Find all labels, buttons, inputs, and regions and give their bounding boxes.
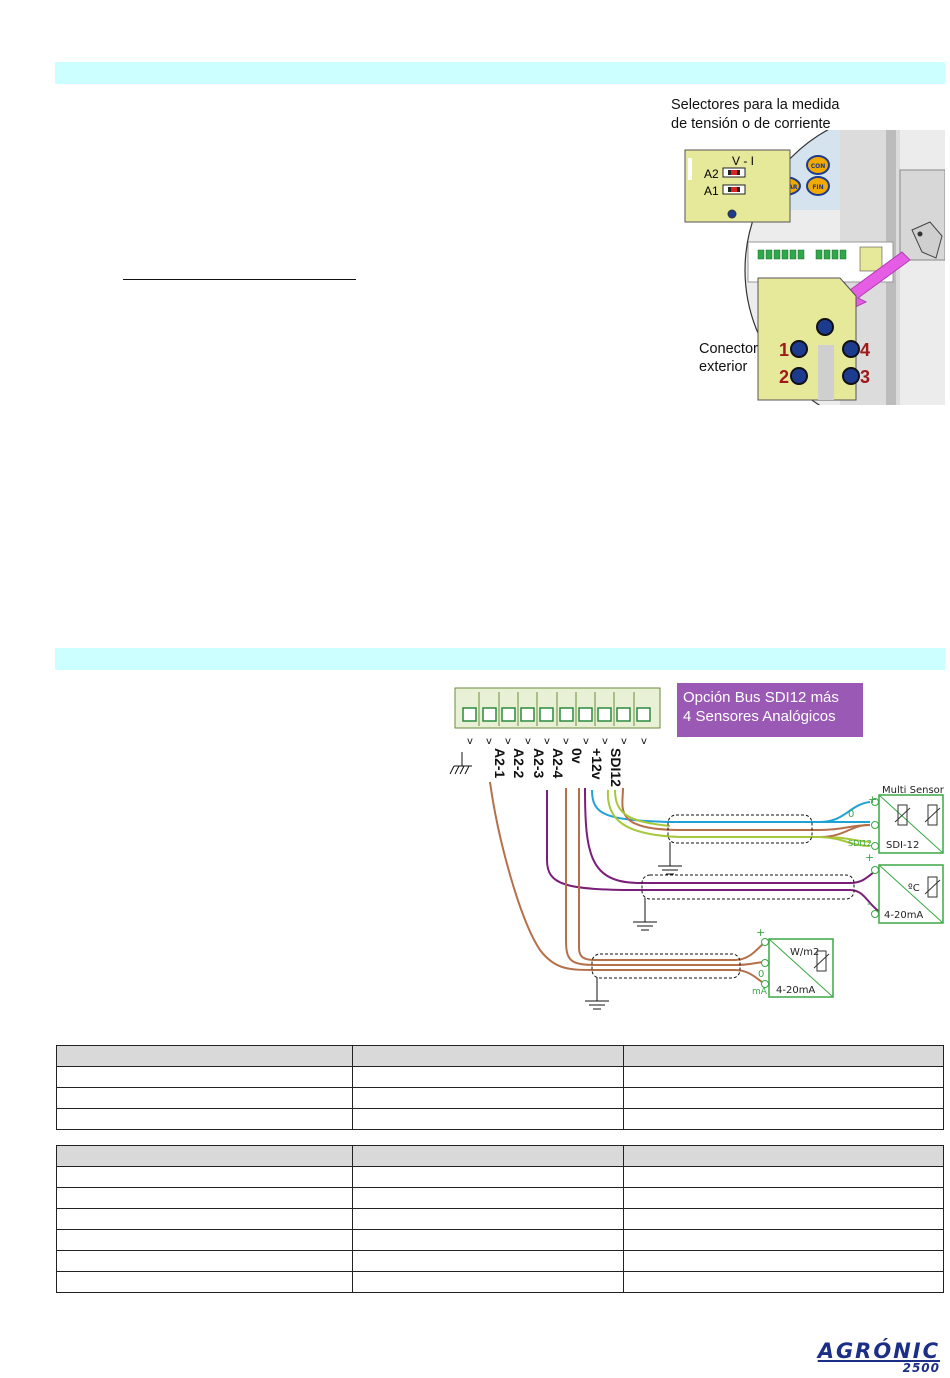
sensor2-minus: -	[867, 897, 871, 910]
sensor3-unit: W/m2	[790, 947, 819, 958]
sdi12-option-box: Opción Bus SDI12 más 4 Sensores Analógic…	[677, 683, 863, 737]
sdi12-option-line1: Opción Bus SDI12 más	[683, 689, 839, 706]
sensor1-plus: +	[868, 793, 877, 806]
table-row	[56, 1066, 944, 1088]
table-2	[56, 1145, 944, 1293]
sensor2-unit: ºC	[908, 883, 920, 894]
svg-text:v: v	[525, 736, 531, 747]
sensor2-plus: +	[865, 851, 874, 864]
sensor3-zero: 0	[758, 969, 764, 980]
sensor1-title: Multi Sensor	[882, 785, 945, 796]
terminal-sdi12: SDI12	[608, 748, 624, 787]
terminal-0v: 0v	[569, 748, 585, 764]
section-header-band-1	[55, 62, 945, 84]
sensor1-type: SDI-12	[886, 840, 919, 851]
svg-text:v: v	[486, 736, 492, 747]
selector-caption-line1: Selectores para la medida	[671, 97, 840, 113]
table-2-header-row	[56, 1145, 944, 1167]
svg-text:v: v	[583, 736, 589, 747]
table-row	[56, 1250, 944, 1272]
sensor1-sdi-label: SDI12	[848, 839, 872, 848]
table-row	[56, 1166, 944, 1188]
svg-text:v: v	[621, 736, 627, 747]
table-row	[56, 1187, 944, 1209]
terminal-a2-1: A2-1	[492, 748, 508, 779]
sdi12-option-line2: 4 Sensores Analógicos	[683, 708, 836, 725]
underline-rule	[123, 279, 356, 280]
sensor1-zero: 0	[848, 809, 854, 820]
section-header-band-2	[55, 648, 945, 670]
svg-text:v: v	[505, 736, 511, 747]
device-illustration: CON FIN ENTRAR V - I A2 A1 1 2 4 3	[684, 130, 945, 405]
table-row	[56, 1229, 944, 1251]
pin-3-label: 3	[860, 367, 870, 387]
logo-brand: AGRÓNIC	[817, 1339, 940, 1363]
pin-2-label: 2	[779, 367, 789, 387]
svg-text:v: v	[641, 736, 647, 747]
switch-a1-label: A1	[704, 184, 719, 198]
table-1-header-row	[56, 1045, 944, 1067]
agronic-logo: AGRÓNIC 2500	[818, 1340, 940, 1374]
sensor2-type: 4-20mA	[884, 910, 923, 921]
switch-a2-label: A2	[704, 167, 719, 181]
selector-caption-line2: de tensión o de corriente	[671, 116, 831, 132]
sensor3-ma: mA	[752, 987, 768, 997]
sensor3-plus: +	[756, 926, 765, 939]
pin-4-label: 4	[860, 340, 870, 360]
connector-label-line2: exterior	[699, 359, 748, 375]
switch-header: V - I	[732, 154, 754, 168]
pin-1-label: 1	[779, 340, 789, 360]
wiring-diagram: v v v v v v v v v v A2-1 A2-2 A2-3 A2-4 0v +12v…	[449, 687, 945, 1010]
svg-text:v: v	[544, 736, 550, 747]
terminal-a2-4: A2-4	[550, 748, 566, 779]
button-fin-label: FIN	[812, 184, 823, 191]
svg-text:v: v	[563, 736, 569, 747]
logo-model: 2500	[902, 1361, 940, 1375]
terminal-a2-3: A2-3	[531, 748, 547, 779]
terminal-a2-2: A2-2	[511, 748, 527, 779]
svg-text:v: v	[467, 736, 473, 747]
table-row	[56, 1087, 944, 1109]
table-row	[56, 1108, 944, 1130]
table-row	[56, 1271, 944, 1293]
sensor3-type: 4-20mA	[776, 985, 815, 996]
terminal-12v: +12v	[589, 748, 605, 780]
connector-label-line1: Conector	[699, 341, 758, 357]
table-1	[56, 1045, 944, 1130]
svg-text:v: v	[602, 736, 608, 747]
table-row	[56, 1208, 944, 1230]
button-con-label: CON	[811, 163, 826, 170]
